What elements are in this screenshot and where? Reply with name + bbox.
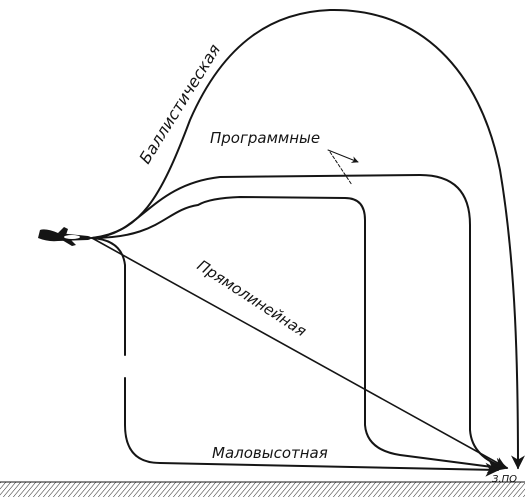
straight-label: Прямолинейная <box>194 256 310 340</box>
target-label: З.ПО <box>492 474 517 485</box>
programmed-label: Программные <box>210 129 320 147</box>
low-altitude-trajectory <box>92 238 125 355</box>
ballistic-trajectory <box>92 10 518 468</box>
label-pointer-inner <box>330 152 352 185</box>
straight-trajectory <box>92 238 505 467</box>
aircraft-icon <box>38 227 92 246</box>
ground-icon <box>0 482 525 497</box>
low-altitude-label: Маловысотная <box>212 444 328 462</box>
